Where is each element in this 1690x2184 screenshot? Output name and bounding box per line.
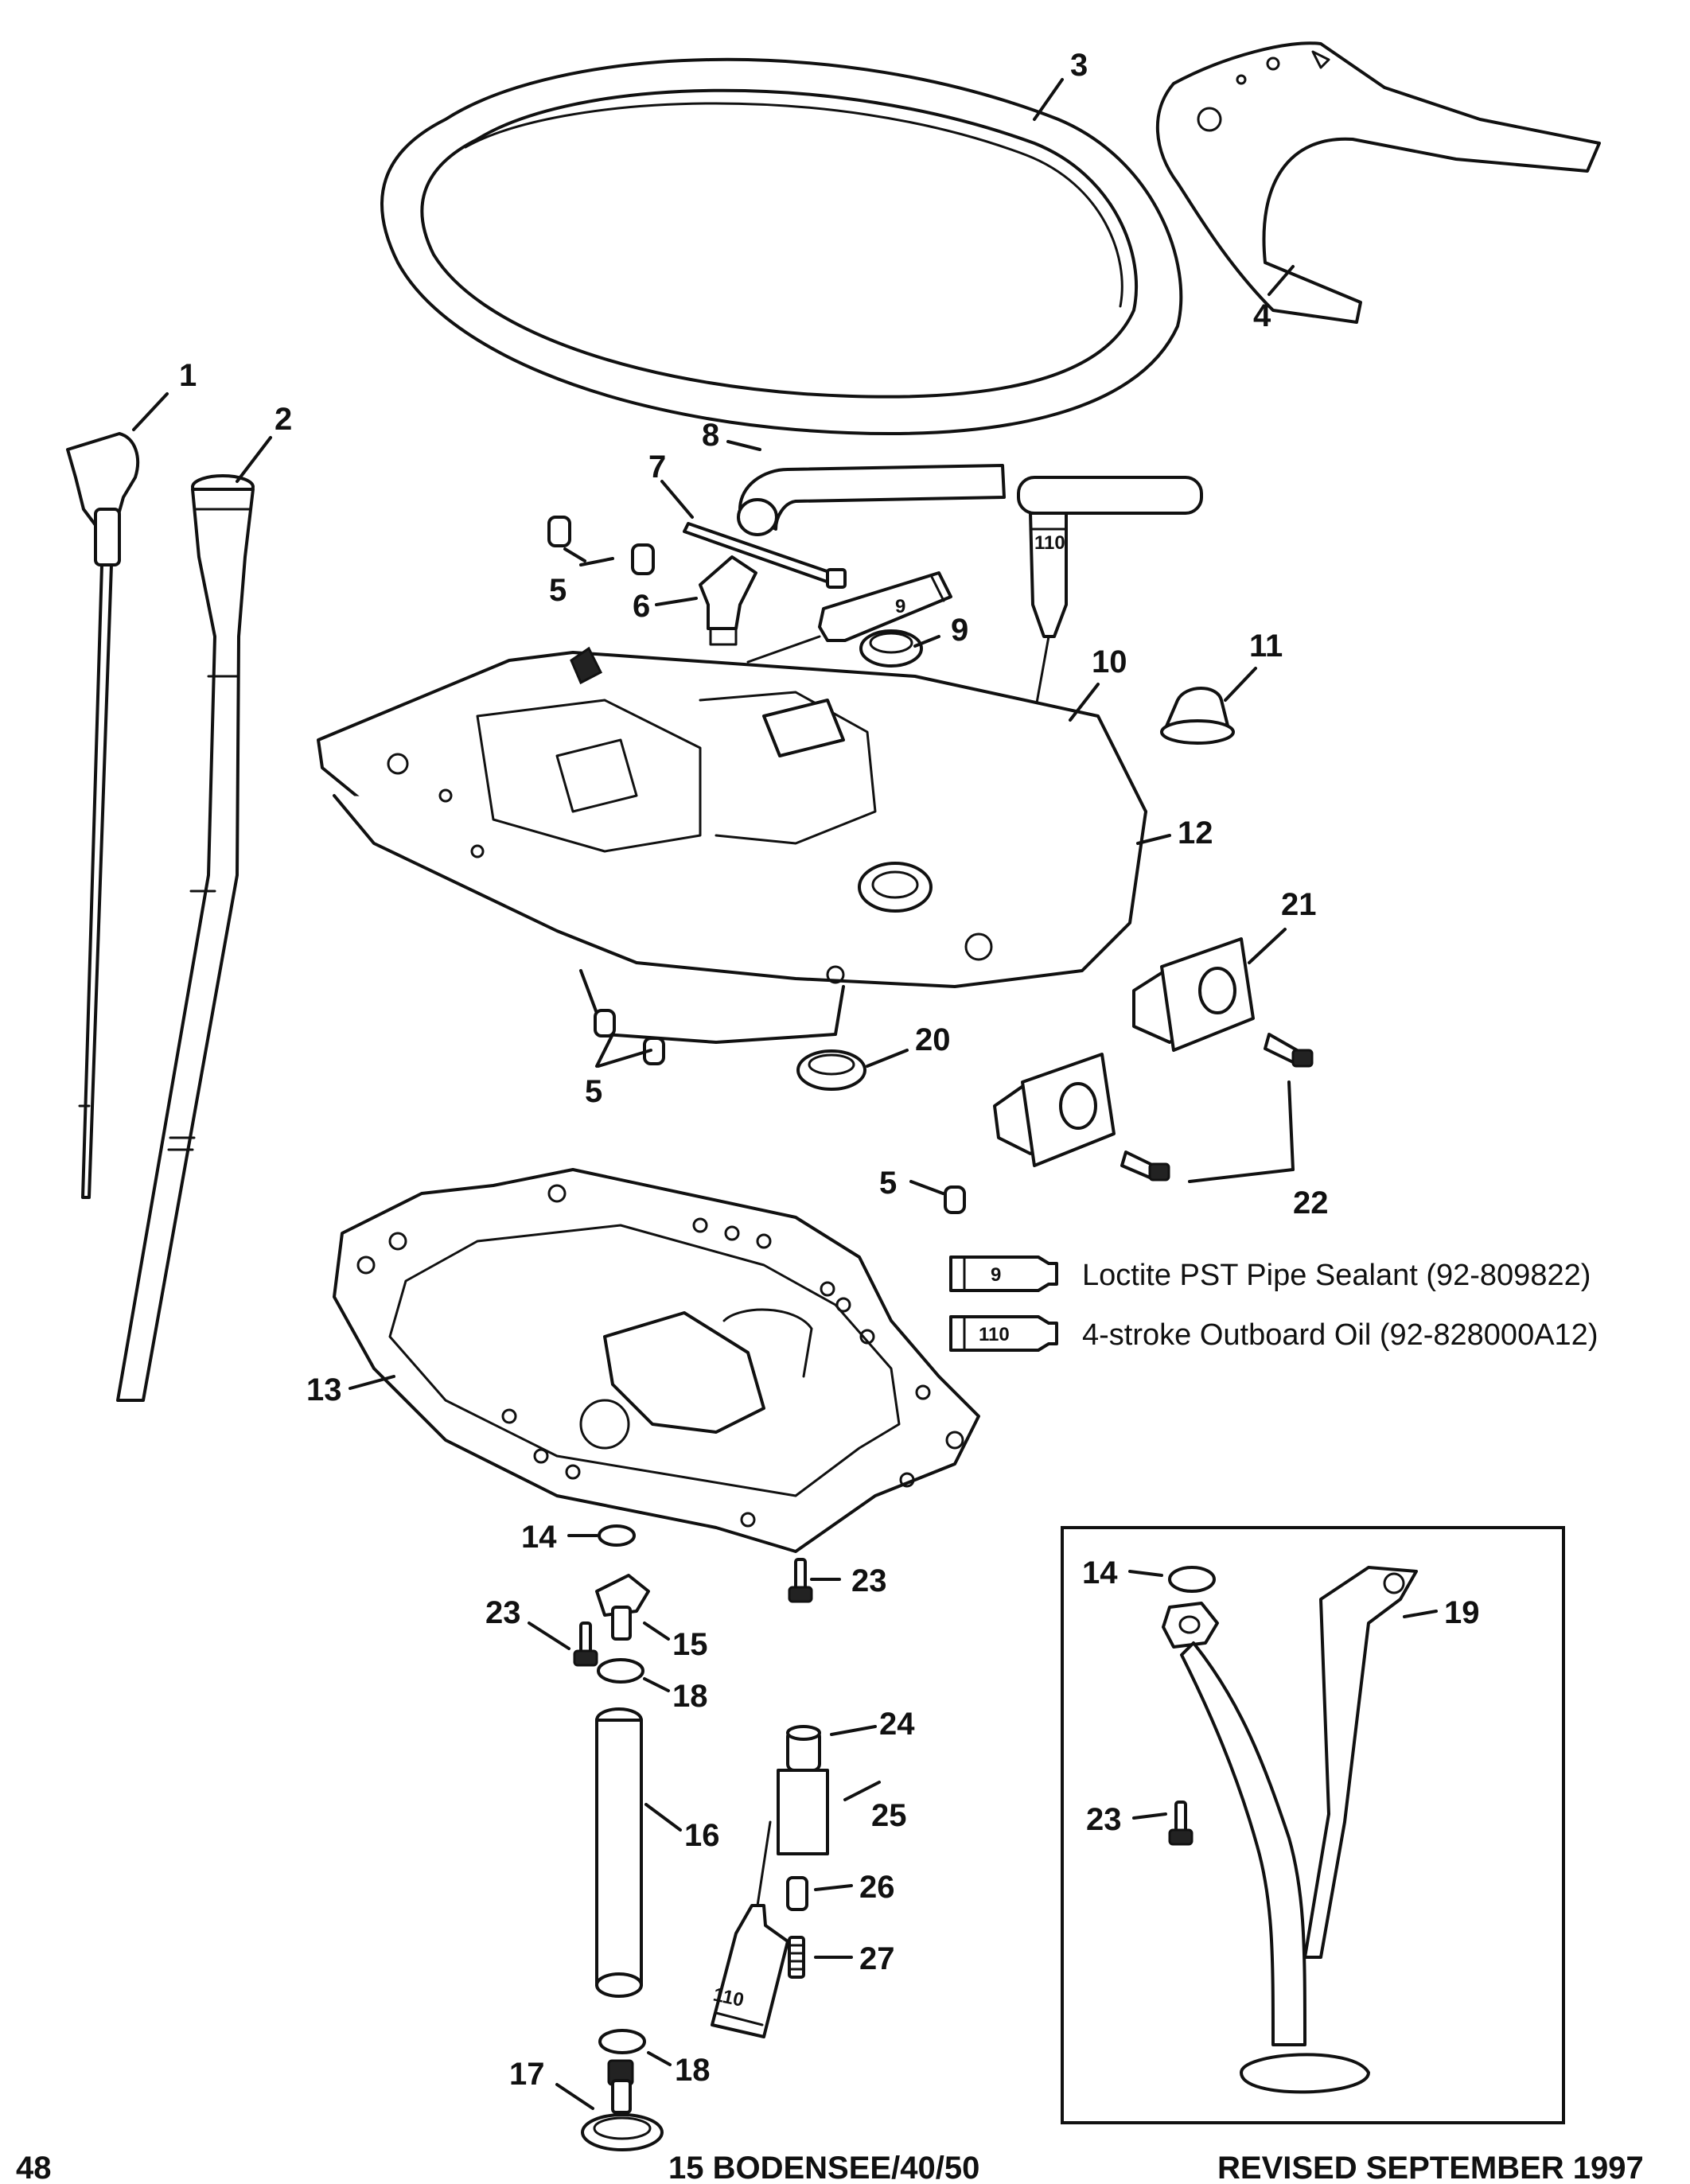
svg-text:4-stroke Outboard Oil (92-8280: 4-stroke Outboard Oil (92-828000A12) xyxy=(1082,1318,1598,1352)
screws-22-part xyxy=(1120,1033,1314,1182)
svg-text:9: 9 xyxy=(991,1264,1001,1286)
elbow-fitting-part xyxy=(699,555,757,646)
legend-item-oil: 110 4-stroke Outboard Oil (92-828000A12) xyxy=(949,1315,1598,1352)
o-ring-14-part xyxy=(598,1524,636,1547)
callout-11: 11 xyxy=(1249,629,1283,664)
seal-20-part xyxy=(796,1049,866,1091)
pickup-tube-part xyxy=(595,1707,643,1998)
callout-17: 17 xyxy=(509,2057,545,2092)
dipstick-part xyxy=(66,432,140,1199)
svg-text:Loctite PST Pipe Sealant (92-8: Loctite PST Pipe Sealant (92-809822) xyxy=(1082,1259,1591,1292)
adapter-plate-part xyxy=(317,646,1147,1044)
sealant-tube-top: 9 xyxy=(746,571,952,664)
pickup-flange-part xyxy=(595,1574,650,1641)
callout-16: 16 xyxy=(684,1818,720,1853)
callout-labels: 1 2 3 4 5 6 7 8 9 10 11 12 5 20 21 5 22 … xyxy=(179,48,1480,2092)
callout-19: 19 xyxy=(1444,1595,1480,1630)
callout-18b: 18 xyxy=(675,2053,711,2088)
clamps-18-part xyxy=(597,1658,646,2054)
callout-3: 3 xyxy=(1070,48,1088,83)
mount-21-part xyxy=(993,937,1255,1167)
seal-part xyxy=(859,629,923,668)
callout-5a: 5 xyxy=(549,573,567,608)
callout-22: 22 xyxy=(1293,1185,1329,1220)
svg-text:9: 9 xyxy=(895,596,905,617)
callout-18a: 18 xyxy=(672,1679,708,1714)
hose-part xyxy=(737,464,1203,536)
fitting-24-part xyxy=(777,1725,829,1855)
callout-7: 7 xyxy=(648,450,666,485)
callout-5b: 5 xyxy=(585,1074,602,1109)
tie-strap-part xyxy=(683,522,847,589)
callout-26: 26 xyxy=(859,1870,895,1905)
callout-24: 24 xyxy=(879,1707,915,1742)
pin-25-part xyxy=(843,1781,881,1801)
callout-27: 27 xyxy=(859,1941,895,1976)
legend: 9 Loctite PST Pipe Sealant (92-809822) 1… xyxy=(949,1256,1598,1352)
dowel-pin-low xyxy=(944,1185,966,1214)
callout-20: 20 xyxy=(915,1022,951,1057)
bracket-plate-part xyxy=(1155,41,1601,324)
spring-27-part xyxy=(788,1936,805,1979)
revision-date: REVISED SEPTEMBER 1997 xyxy=(1217,2151,1644,2184)
callout-2: 2 xyxy=(275,402,292,437)
plug-26-part xyxy=(786,1876,808,1911)
page-number: 48 xyxy=(16,2151,52,2184)
callout-15: 15 xyxy=(672,1627,708,1662)
callout-9: 9 xyxy=(951,613,968,648)
callout-14-inset: 14 xyxy=(1082,1555,1118,1590)
gasket-part xyxy=(333,1168,980,1553)
callout-13: 13 xyxy=(306,1372,342,1407)
callout-12: 12 xyxy=(1178,816,1213,851)
oil-tube-top: 110 xyxy=(1029,512,1068,718)
inset-box xyxy=(1061,1526,1565,2124)
page-footer: 48 15 BODENSEE/40/50 REVISED SEPTEMBER 1… xyxy=(16,2151,1644,2184)
oil-tube-bottom: 110 xyxy=(711,1820,789,2038)
callout-4: 4 xyxy=(1253,298,1271,333)
leader-lines xyxy=(132,78,1438,2110)
grommet-11-part xyxy=(1160,687,1235,745)
model-name: 15 BODENSEE/40/50 xyxy=(668,2151,979,2184)
legend-item-sealant: 9 Loctite PST Pipe Sealant (92-809822) xyxy=(949,1256,1591,1292)
callout-5c: 5 xyxy=(879,1166,897,1201)
callout-25: 25 xyxy=(871,1798,907,1833)
screen-17-part xyxy=(581,2059,664,2151)
svg-text:110: 110 xyxy=(979,1324,1010,1345)
callout-21: 21 xyxy=(1281,887,1317,922)
callout-23b: 23 xyxy=(485,1595,521,1630)
callout-1: 1 xyxy=(179,358,197,393)
callout-23a: 23 xyxy=(851,1563,887,1598)
callout-14: 14 xyxy=(521,1520,557,1555)
dipstick-tube-part xyxy=(116,474,255,1402)
callout-23-inset: 23 xyxy=(1086,1802,1122,1837)
svg-text:110: 110 xyxy=(1034,532,1065,554)
screws-23-part xyxy=(573,1558,1194,1846)
dowel-pins-top xyxy=(547,516,655,575)
callout-8: 8 xyxy=(702,418,719,453)
callout-6: 6 xyxy=(633,589,650,624)
callout-10: 10 xyxy=(1092,644,1127,679)
cowl-seal-part xyxy=(380,57,1183,435)
